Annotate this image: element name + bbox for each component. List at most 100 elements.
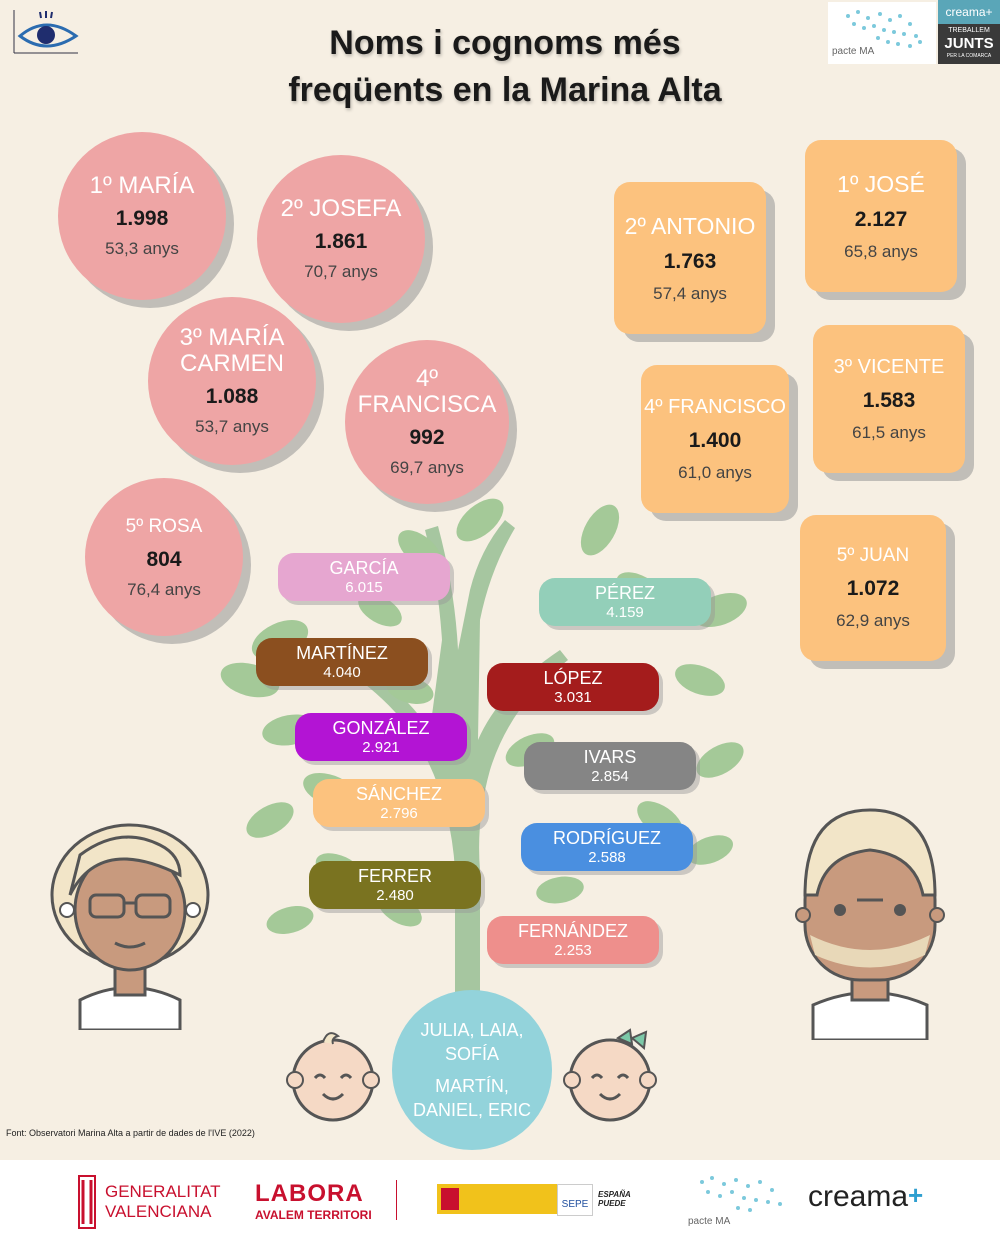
surname-garcia: GARCÍA 6.015 [278,553,450,601]
surname-count: 2.921 [362,738,400,756]
surname-name: FERRER [357,865,432,886]
gva-shield-icon [78,1175,96,1229]
female-count-5: 804 [146,548,182,571]
sepe-logo: SEPE [557,1184,593,1216]
pacte-logo-top: pacte MA [828,2,936,64]
surname-name: FERNÁNDEZ [517,920,628,941]
espana-puede-logo: ESPAÑA PUEDE [598,1190,631,1208]
surname-ferrer: FERRER 2.480 [309,861,481,909]
surname-count: 6.015 [345,578,383,596]
male-count-4: 1.400 [688,428,742,452]
female-count-3: 1.088 [205,385,259,408]
male-age-1: 65,8 anys [844,241,918,261]
divider [396,1180,397,1220]
female-count-1: 1.998 [115,207,169,230]
female-name-5: 5º ROSA 804 76,4 anys [85,478,243,636]
male-rank-2: 2º ANTONIO [624,212,756,239]
female-count-2: 1.861 [314,230,368,253]
female-name-2: 2º JOSEFA 1.861 70,7 anys [257,155,425,323]
pacte-logo-bottom: pacte MA [688,1168,798,1232]
spain-coat-icon [441,1188,459,1210]
male-rank-3: 3º VICENTE [833,355,945,378]
footer-logos: GENERALITAT VALENCIANA LABORA AVALEM TER… [0,1160,1000,1250]
junts-logo: TREBALLEM JUNTS PER LA COMARCA [938,24,1000,64]
gva-text-2: VALENCIANA [105,1202,212,1221]
map-dots-icon [846,10,922,48]
surname-name: IVARS [583,746,637,767]
male-age-4: 61,0 anys [678,462,752,482]
surname-count: 2.588 [588,848,626,866]
surname-gonzalez: GONZÁLEZ 2.921 [295,713,467,761]
female-age-2: 70,7 anys [304,262,378,281]
female-rank-5: 5º ROSA [125,516,203,537]
male-name-5: 5º JUAN 1.072 62,9 anys [800,515,946,661]
sepe-label: SEPE [561,1199,589,1210]
male-count-2: 1.763 [663,249,717,273]
surname-lopez: LÓPEZ 3.031 [487,663,659,711]
male-count-5: 1.072 [846,577,900,600]
surname-rodriguez: RODRÍGUEZ 2.588 [521,823,693,871]
surname-count: 2.854 [591,767,629,785]
male-name-1: 1º JOSÉ 2.127 65,8 anys [805,140,957,292]
female-age-3: 53,7 anys [195,417,269,436]
pacte-label: pacte MA [832,46,875,57]
baby-girl-icon [563,1028,657,1122]
surname-fernandez: FERNÁNDEZ 2.253 [487,916,659,964]
labora-subtitle: AVALEM TERRITORI [255,1208,372,1222]
surname-name: SÁNCHEZ [355,783,442,804]
surname-count: 2.796 [380,804,418,822]
surname-count: 4.159 [606,603,644,621]
baby-boy-icon [286,1032,380,1122]
male-age-3: 61,5 anys [852,422,926,442]
female-name-3: 3º MARÍA CARMEN 1.088 53,7 anys [148,297,316,465]
gva-logo: GENERALITAT VALENCIANA [75,1172,225,1232]
female-rank-3: 3º MARÍA CARMEN [179,324,285,377]
surname-name: GARCÍA [329,557,399,578]
grandfather-icon [795,808,945,1040]
surname-count: 2.480 [376,886,414,904]
source-note: Font: Observatori Marina Alta a partir d… [6,1128,255,1138]
surname-name: RODRÍGUEZ [553,827,661,848]
female-age-4: 69,7 anys [390,458,464,477]
female-rank-2: 2º JOSEFA [280,195,402,222]
baby-girl-names: JULIA, LAIA, SOFÍA [420,1020,524,1064]
grandmother-icon [50,823,210,1030]
spain-gov-logo [437,1184,557,1214]
female-age-5: 76,4 anys [127,580,201,599]
surname-count: 4.040 [323,663,361,681]
pacte-label-bottom: pacte MA [688,1216,731,1227]
female-rank-4: 4º FRANCISCA [357,365,497,418]
surname-name: GONZÁLEZ [332,717,430,738]
female-age-1: 53,3 anys [105,239,179,258]
map-dots-icon [700,1176,782,1212]
creama-logo-bottom: creama+ [808,1180,948,1230]
labora-title: LABORA [255,1180,364,1207]
eye-icon [13,10,79,54]
surname-sanchez: SÁNCHEZ 2.796 [313,779,485,827]
labora-logo: LABORA AVALEM TERRITORI [255,1180,405,1230]
baby-names-circle: JULIA, LAIA, SOFÍA MARTÍN, DANIEL, ERIC [392,990,552,1150]
observatory-logo [8,8,86,58]
creama-junts-logo: creama+ TREBALLEM JUNTS PER LA COMARCA [938,0,1000,64]
male-rank-4: 4º FRANCISCO [644,395,786,418]
male-count-3: 1.583 [862,388,916,412]
surname-name: LÓPEZ [543,667,603,688]
female-count-4: 992 [409,426,445,449]
surname-perez: PÉREZ 4.159 [539,578,711,626]
surname-name: MARTÍNEZ [296,642,388,663]
male-rank-5: 5º JUAN [836,545,910,566]
male-name-2: 2º ANTONIO 1.763 57,4 anys [614,182,766,334]
surname-count: 3.031 [554,688,592,706]
male-age-5: 62,9 anys [836,611,910,630]
female-name-4: 4º FRANCISCA 992 69,7 anys [345,340,509,504]
female-rank-1: 1º MARÍA [89,172,195,199]
male-name-3: 3º VICENTE 1.583 61,5 anys [813,325,965,473]
surname-martinez: MARTÍNEZ 4.040 [256,638,428,686]
male-age-2: 57,4 anys [653,283,727,303]
male-rank-1: 1º JOSÉ [837,170,925,197]
baby-boy-names: MARTÍN, DANIEL, ERIC [412,1076,532,1120]
male-name-4: 4º FRANCISCO 1.400 61,0 anys [641,365,789,513]
male-count-1: 2.127 [854,207,908,231]
female-name-1: 1º MARÍA 1.998 53,3 anys [58,132,226,300]
surname-ivars: IVARS 2.854 [524,742,696,790]
